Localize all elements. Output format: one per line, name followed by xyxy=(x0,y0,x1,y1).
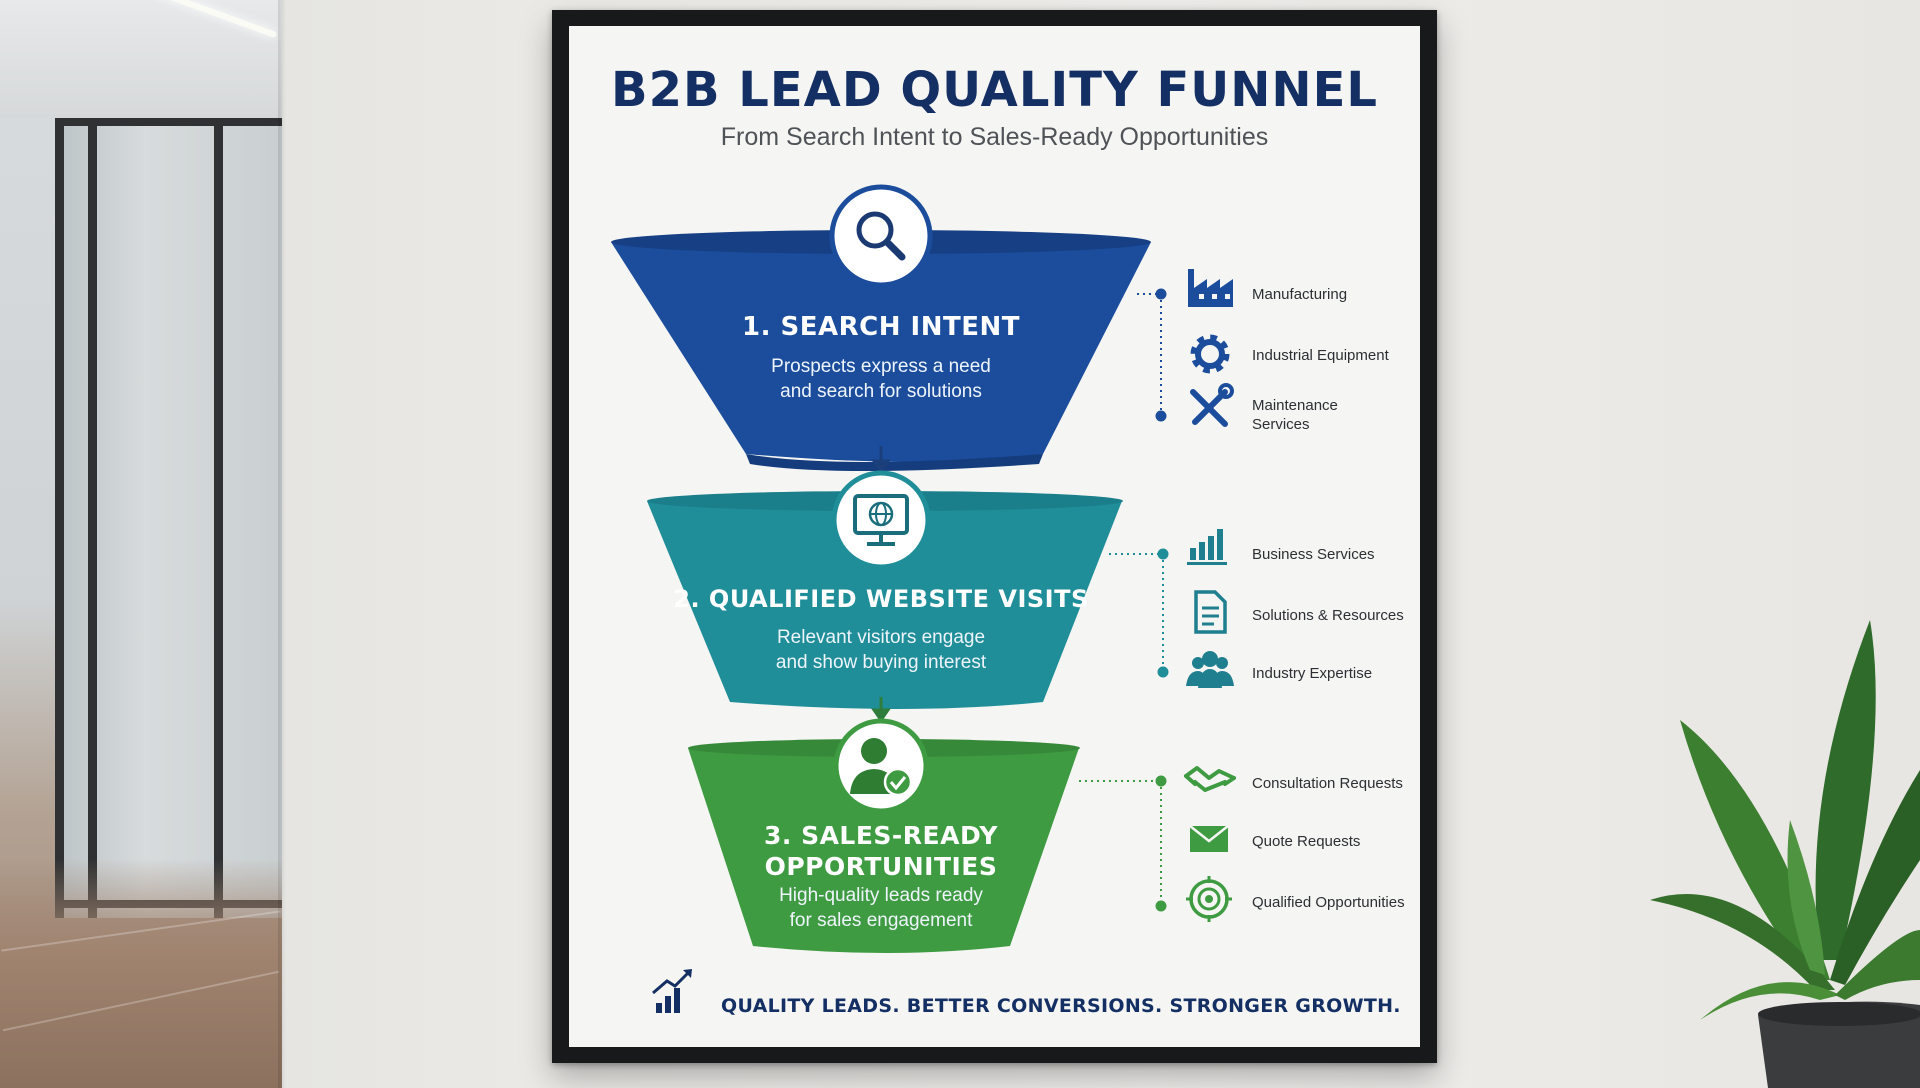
stage-1-description: Prospects express a need and search for … xyxy=(681,354,1081,404)
bar-chart-icon xyxy=(1187,529,1227,565)
window-mullion xyxy=(88,118,97,918)
plant-leaves xyxy=(1650,620,1920,1020)
side-label-qualified-opportunities: Qualified Opportunities xyxy=(1252,894,1405,911)
envelope-icon xyxy=(1189,825,1229,852)
stage-2-desc-line: and show buying interest xyxy=(775,652,987,673)
target-icon xyxy=(1186,876,1232,922)
stage-1-title: 1. SEARCH INTENT xyxy=(742,312,1020,342)
side-label-business-services: Business Services xyxy=(1252,546,1375,563)
funnel-stage-3 xyxy=(688,739,1080,953)
stage-3-desc-line: High-quality leads ready xyxy=(779,885,983,906)
arrow-down-icon xyxy=(871,697,891,723)
growth-chart-icon xyxy=(652,969,692,1013)
side-label-maintenance-services: Maintenance Services xyxy=(1252,396,1338,434)
stage-2-description: Relevant visitors engage and show buying… xyxy=(681,625,1081,675)
stage-1-desc-line: Prospects express a need xyxy=(771,356,991,377)
handshake-icon xyxy=(1184,766,1236,792)
funnel-graphic xyxy=(611,184,1236,1013)
side-label-industry-expertise: Industry Expertise xyxy=(1252,665,1373,682)
stage-1-desc-line: and search for solutions xyxy=(780,381,982,402)
footer-tagline: QUALITY LEADS. BETTER CONVERSIONS. STRON… xyxy=(721,995,1401,1017)
stage-2-title: 2. QUALIFIED WEBSITE VISITS xyxy=(673,585,1089,613)
document-icon xyxy=(1194,590,1227,634)
side-label-line: Services xyxy=(1252,416,1310,433)
poster-title: B2B LEAD QUALITY FUNNEL xyxy=(611,62,1378,118)
side-label-quote-requests: Quote Requests xyxy=(1252,833,1361,850)
poster-subtitle: From Search Intent to Sales-Ready Opport… xyxy=(720,123,1269,151)
magnifier-icon xyxy=(829,184,933,288)
stage-3-title: 3. SALES-READY OPPORTUNITIES xyxy=(681,820,1081,882)
gear-icon xyxy=(1190,334,1230,374)
factory-icon xyxy=(1188,269,1233,307)
potted-plant xyxy=(1650,620,1920,1088)
side-label-consultation-requests: Consultation Requests xyxy=(1252,775,1403,792)
user-check-icon xyxy=(833,718,929,814)
window-transom xyxy=(55,118,282,126)
people-icon xyxy=(1186,651,1234,688)
connector-group-3 xyxy=(1079,775,1167,912)
stage-3-title-line: OPPORTUNITIES xyxy=(764,852,998,881)
connector-group-1 xyxy=(1137,288,1167,422)
side-label-manufacturing: Manufacturing xyxy=(1252,286,1348,303)
plant-pot xyxy=(1758,1001,1920,1088)
funnel-stage-2 xyxy=(647,491,1123,709)
window-mullion xyxy=(214,118,223,918)
side-label-line: Maintenance xyxy=(1252,397,1338,414)
side-label-solutions-resources: Solutions & Resources xyxy=(1252,607,1404,624)
arrow-down-icon xyxy=(871,446,891,474)
connector-group-2 xyxy=(1109,548,1169,678)
office-background xyxy=(0,0,282,1088)
monitor-globe-icon xyxy=(831,470,931,570)
stage-2-desc-line: Relevant visitors engage xyxy=(776,627,986,648)
tools-icon xyxy=(1190,383,1234,427)
wood-floor xyxy=(0,860,282,1088)
wall-edge xyxy=(278,0,286,1088)
stage-3-title-line: 3. SALES-READY xyxy=(763,821,999,850)
ceiling xyxy=(0,0,282,118)
stage-3-desc-line: for sales engagement xyxy=(789,910,973,931)
stage-3-description: High-quality leads ready for sales engag… xyxy=(681,883,1081,933)
window-mullion xyxy=(55,118,64,918)
side-label-industrial-equipment: Industrial Equipment xyxy=(1252,347,1389,364)
poster: B2B LEAD QUALITY FUNNEL From Search Inte… xyxy=(569,26,1420,1047)
